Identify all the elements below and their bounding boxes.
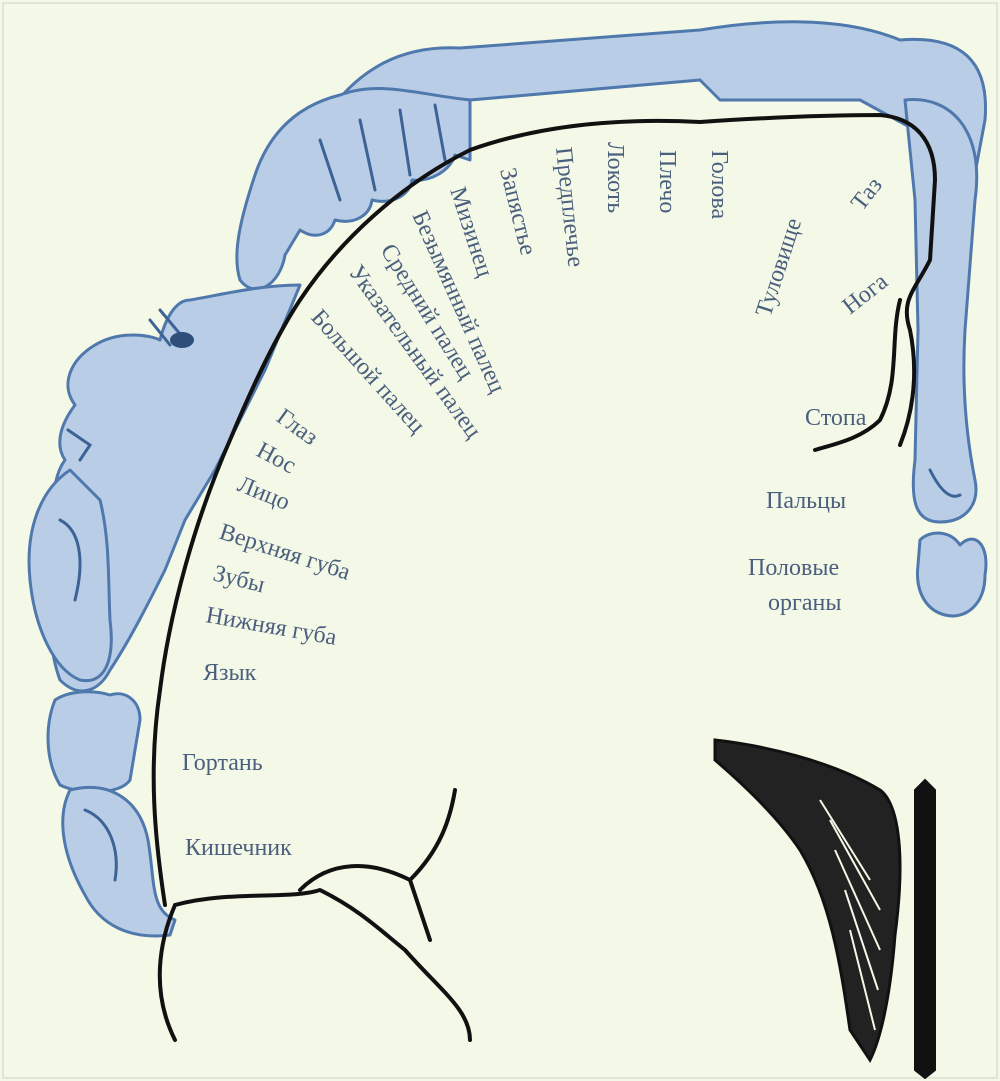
label-predplechye: Предплечье [550,146,588,268]
throat-shape [48,692,140,792]
label-stopa: Стопа [805,405,867,431]
label-golova: Голова [706,150,732,219]
label-yazyk: Язык [203,660,257,686]
label-nos: Нос [252,437,300,479]
label-polovye-line2: органы [768,590,841,616]
label-glaz: Глаз [271,404,322,451]
sulcus-1 [300,790,455,940]
label-polovye-line1: Половые [748,555,839,581]
label-zuby: Зубы [211,561,268,599]
genitals-shape [917,533,986,616]
lateral-sulcus [715,740,900,1060]
leg-shape [905,100,977,522]
label-taz: Таз [846,173,888,216]
label-zapyastye: Запястье [494,165,541,258]
label-lokot: Локоть [602,142,628,213]
eye-icon [170,332,194,348]
tongue-shape [29,470,111,681]
ventricle-bar [915,780,935,1078]
label-nizhnyaya-guba: Нижняя губа [204,602,339,651]
label-plecho: Плечо [654,150,680,213]
label-litso: Лицо [234,471,294,515]
label-noga: Нога [838,268,894,319]
label-paltsy: Пальцы [766,488,846,514]
label-gortan: Гортань [182,750,263,776]
label-kishechnik: Кишечник [185,835,292,861]
label-tulovische: Туловище [751,215,807,320]
cortex-bottom [160,890,470,1040]
